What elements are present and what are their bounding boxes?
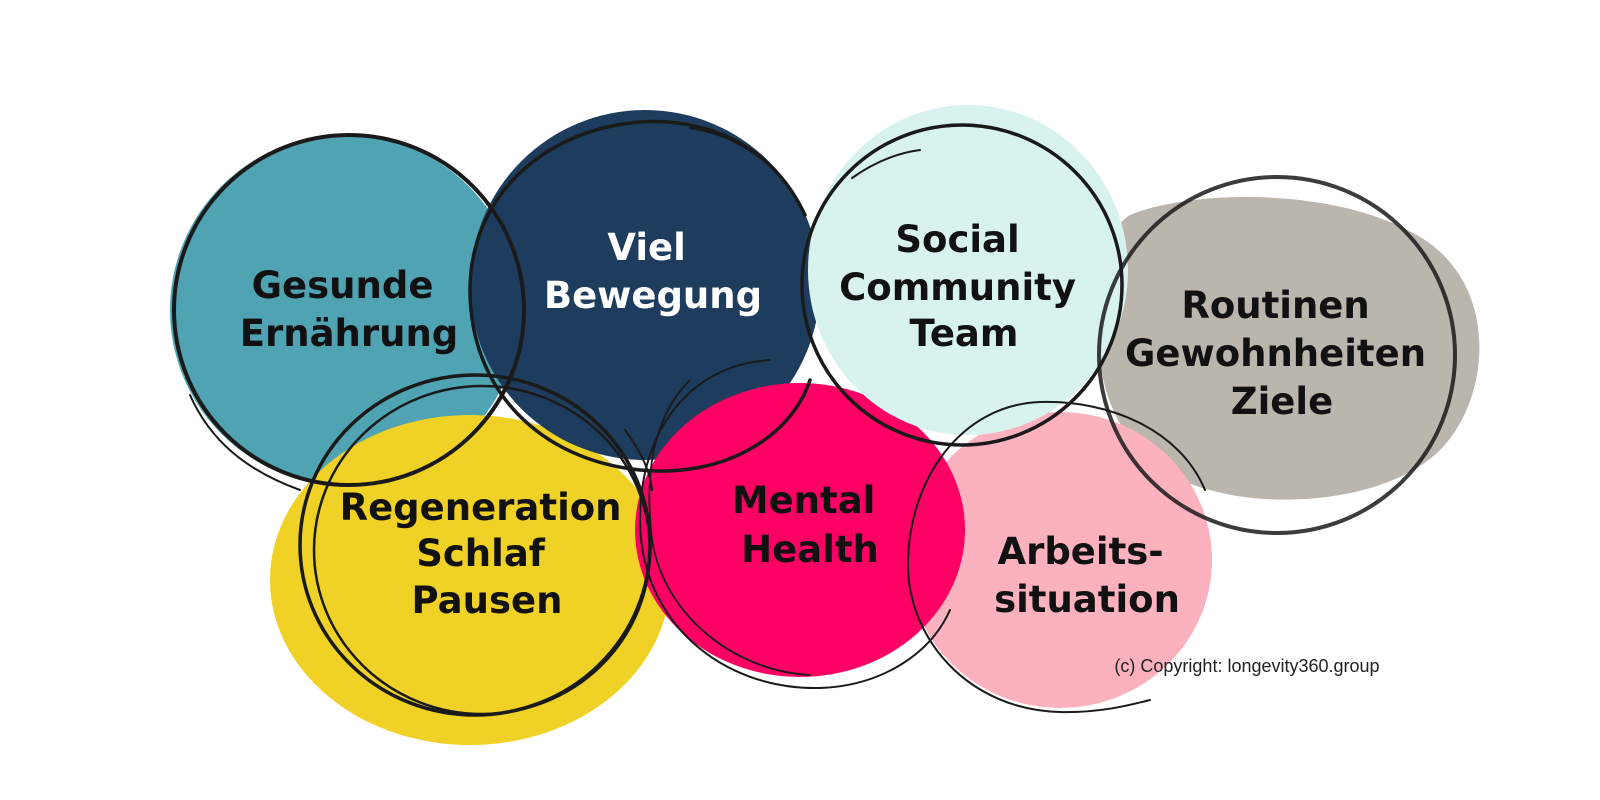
blob-social (808, 105, 1128, 435)
outline-social-inner (851, 149, 921, 179)
label-arbeit-line2: situation (994, 578, 1180, 621)
label-arbeit: Arbeits- situation (994, 530, 1180, 621)
circle-labels: Gesunde Ernährung Viel Bewegung Social C… (240, 218, 1439, 622)
outline-social (800, 123, 1124, 447)
blob-bewegung (470, 110, 820, 460)
blob-gesunde (170, 135, 520, 485)
label-bewegung-line2: Bewegung (544, 274, 762, 317)
outline-mental-2 (648, 379, 811, 676)
label-arbeit-line1: Arbeits- (997, 530, 1163, 573)
label-routinen: Routinen Gewohnheiten Ziele (1125, 284, 1439, 423)
label-routinen-line1: Routinen (1181, 284, 1369, 327)
outline-regeneration-tail (624, 429, 653, 491)
label-routinen-line2: Gewohnheiten (1125, 332, 1426, 375)
label-regeneration: Regeneration Schlaf Pausen (340, 486, 635, 622)
label-gesunde: Gesunde Ernährung (240, 264, 459, 355)
blob-mental (635, 383, 965, 677)
label-social-line3: Team (910, 312, 1019, 355)
label-bewegung: Viel Bewegung (544, 226, 762, 317)
blob-regeneration (270, 415, 670, 745)
outline-routinen (1097, 175, 1457, 535)
outline-gesunde-tail (189, 394, 301, 491)
outline-bewegung-2 (689, 127, 801, 206)
label-regeneration-line2: Schlaf (416, 532, 546, 575)
outline-mental (638, 359, 951, 690)
label-regeneration-line1: Regeneration (340, 486, 622, 529)
label-mental: Mental Health (732, 479, 888, 571)
label-social-line2: Community (839, 266, 1076, 309)
label-gesunde-line2: Ernährung (240, 312, 459, 355)
copyright-notice: (c) Copyright: longevity360.group (1114, 656, 1379, 676)
blob-arbeit (908, 412, 1212, 708)
label-social-line1: Social (895, 218, 1019, 261)
label-social: Social Community Team (839, 218, 1089, 355)
label-routinen-line3: Ziele (1231, 380, 1333, 423)
label-mental-line1: Mental (732, 479, 876, 522)
circle-fills (170, 105, 1480, 745)
outline-gesunde (172, 133, 526, 487)
blob-routinen (1099, 197, 1480, 500)
label-regeneration-line3: Pausen (412, 579, 563, 622)
outline-regeneration-2 (312, 384, 652, 716)
circle-outlines (172, 119, 1457, 717)
outline-bewegung (468, 119, 812, 473)
outline-arbeit (906, 400, 1206, 714)
label-gesunde-line1: Gesunde (252, 264, 434, 307)
label-bewegung-line1: Viel (607, 226, 685, 269)
label-mental-line2: Health (741, 528, 879, 571)
